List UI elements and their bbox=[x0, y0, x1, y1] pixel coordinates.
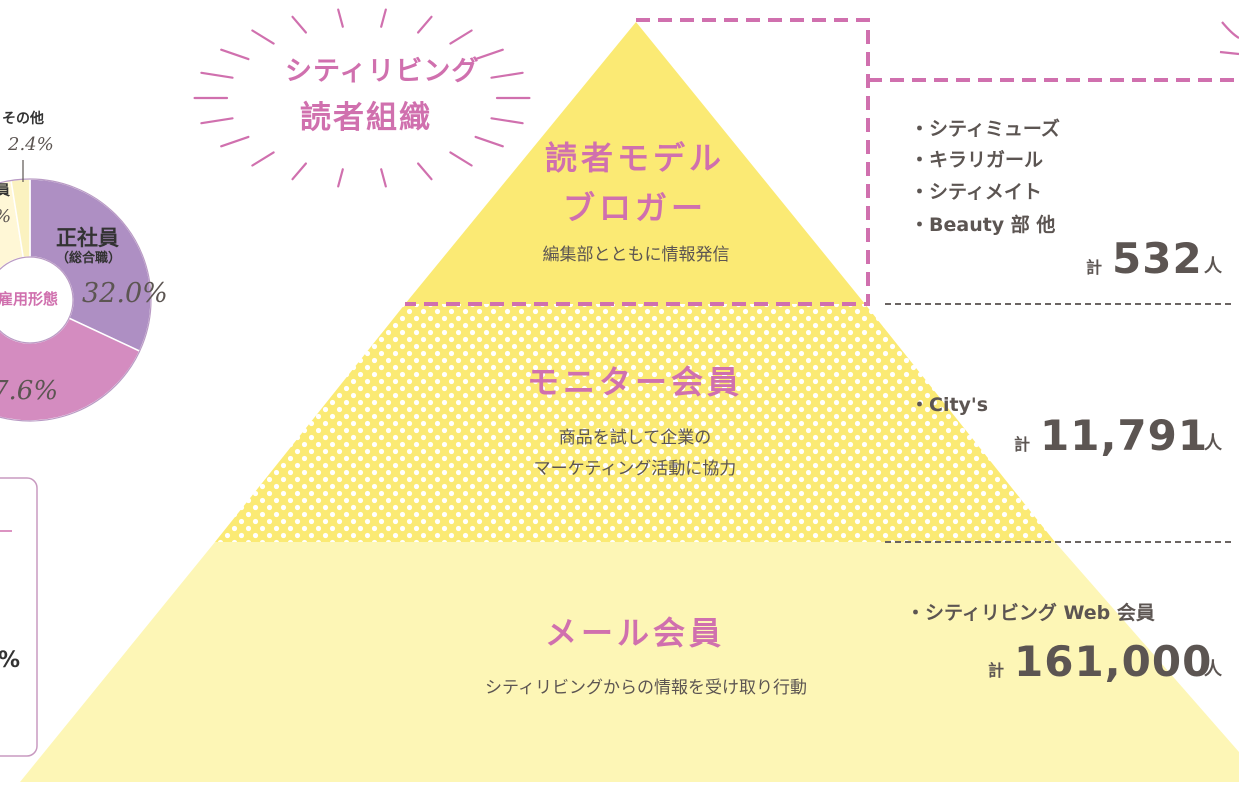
sunburst-ray bbox=[449, 151, 473, 167]
tier3-count-prefix: 計 bbox=[988, 661, 1005, 680]
tier1-member-4: ・Beauty 部 他 bbox=[910, 214, 1056, 236]
tier1-member-3: ・シティメイト bbox=[910, 181, 1042, 203]
donut-hole bbox=[0, 256, 74, 344]
info-box-value: % bbox=[0, 648, 21, 673]
tier1-count: 532 bbox=[1112, 234, 1203, 283]
tier1-count-unit: 人 bbox=[1204, 256, 1222, 277]
badge-line1: シティリビング bbox=[285, 56, 480, 87]
pie-main-sub: （総合職） bbox=[56, 251, 122, 266]
donut-outline bbox=[0, 178, 152, 422]
donut-slice-left bbox=[0, 179, 25, 271]
pie-partial-left-value: % bbox=[0, 208, 11, 226]
sunburst-ray bbox=[251, 29, 275, 45]
pie-partial-bottom-value: 7.6% bbox=[0, 376, 59, 406]
sunburst-ray bbox=[200, 117, 234, 125]
tier3-title: メール会員 bbox=[544, 614, 725, 652]
pie-partial-left-label: 員 bbox=[0, 183, 10, 199]
tier2-desc-line2: マーケティング活動に協力 bbox=[533, 459, 737, 479]
tier2-count-prefix: 計 bbox=[1014, 435, 1031, 454]
pie-other-value: 2.4% bbox=[8, 134, 54, 155]
employment-donut bbox=[0, 178, 152, 422]
sunburst-ray bbox=[251, 151, 275, 167]
tier3-member-1: ・シティリビング Web 会員 bbox=[906, 602, 1155, 624]
pie-center-label: 雇用形態 bbox=[0, 290, 59, 308]
tier2-title: モニター会員 bbox=[526, 363, 743, 401]
tier1-title-line1: 読者モデル bbox=[544, 139, 725, 177]
tier1-title-line2: ブロガー bbox=[562, 189, 707, 227]
tier3-count-unit: 人 bbox=[1204, 659, 1222, 680]
pyramid-tier-bottom bbox=[20, 542, 1239, 782]
sunburst-ray bbox=[449, 29, 473, 45]
sunburst-ray bbox=[474, 48, 504, 61]
sunburst-ray bbox=[417, 15, 433, 34]
tier2-count: 11,791 bbox=[1040, 411, 1209, 460]
sunburst-ray bbox=[490, 71, 524, 79]
sunburst-ray bbox=[380, 8, 387, 28]
top-tier-dashed-frame bbox=[405, 18, 870, 306]
pie-main-label: 正社員 bbox=[56, 226, 119, 250]
pie-other-label: その他 bbox=[2, 111, 44, 127]
tier3-count: 161,000 bbox=[1014, 637, 1213, 686]
tier2-desc-line1: 商品を試して企業の bbox=[558, 428, 712, 448]
sunburst-ray bbox=[417, 162, 433, 181]
info-box-frame bbox=[0, 477, 38, 757]
pyramid-tier-top bbox=[405, 22, 865, 304]
sunburst-ray bbox=[337, 168, 344, 188]
tier1-member-2: ・キラリガール bbox=[910, 149, 1044, 171]
tier1-desc: 編集部とともに情報発信 bbox=[542, 245, 730, 265]
sunburst-ray bbox=[474, 135, 504, 148]
sunburst-ray bbox=[337, 8, 344, 28]
tier3-desc: シティリビングからの情報を受け取り行動 bbox=[485, 678, 807, 698]
tier2-count-unit: 人 bbox=[1204, 433, 1222, 454]
partial-sun-ray bbox=[1219, 50, 1239, 56]
sunburst-rays bbox=[193, 8, 531, 188]
sunburst-ray bbox=[200, 71, 234, 79]
partial-sun-arc bbox=[1221, 21, 1239, 39]
sunburst-ray bbox=[220, 48, 250, 61]
sunburst-ray bbox=[220, 135, 250, 148]
tier1-member-1: ・シティミューズ bbox=[910, 118, 1060, 140]
tier2-member-1: ・City's bbox=[910, 394, 989, 416]
pie-main-value: 32.0% bbox=[82, 278, 168, 309]
sunburst-ray bbox=[291, 162, 307, 181]
sunburst-ray bbox=[291, 15, 307, 34]
badge-line2: 読者組織 bbox=[300, 100, 432, 136]
tier1-count-prefix: 計 bbox=[1086, 258, 1103, 277]
sunburst-ray bbox=[380, 168, 387, 188]
sunburst-ray bbox=[490, 117, 524, 125]
pyramid-tier-middle bbox=[215, 304, 1055, 542]
